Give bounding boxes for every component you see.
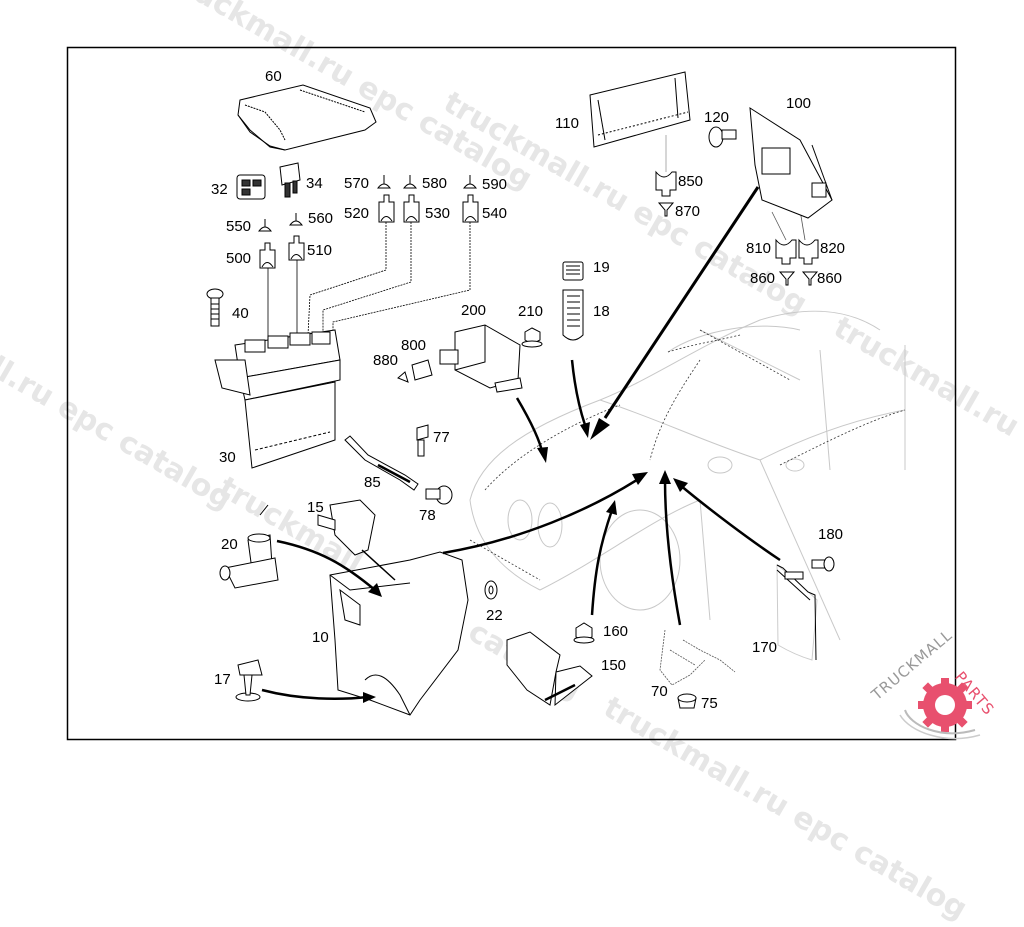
part-label[interactable]: 530 — [425, 206, 450, 221]
parts-diagram: truckmall.ru epc catalog truckmall.ru ep… — [0, 0, 1024, 750]
part-110-control-unit — [590, 72, 690, 147]
vehicle-outline — [470, 311, 905, 640]
part-label[interactable]: 810 — [746, 241, 771, 256]
part-label[interactable]: 540 — [482, 206, 507, 221]
part-label[interactable]: 77 — [433, 430, 450, 445]
part-label[interactable]: 22 — [486, 608, 503, 623]
part-label[interactable]: 34 — [306, 176, 323, 191]
part-180-screw — [812, 557, 834, 571]
part-label[interactable]: 78 — [419, 508, 436, 523]
part-170-module — [777, 565, 817, 660]
part-label[interactable]: 880 — [373, 353, 398, 368]
part-label[interactable]: 110 — [555, 116, 579, 131]
part-label[interactable]: 15 — [307, 500, 324, 515]
part-160-nut — [574, 623, 594, 643]
part-label[interactable]: 800 — [401, 338, 426, 353]
part-label[interactable]: 85 — [364, 475, 381, 490]
part-label[interactable]: 19 — [593, 260, 610, 275]
part-label[interactable]: 40 — [232, 306, 249, 321]
part-label[interactable]: 10 — [312, 630, 329, 645]
part-label[interactable]: 860 — [750, 271, 775, 286]
part-34-fuse — [280, 163, 300, 197]
connector-symbols — [259, 172, 818, 285]
part-70-bracket — [660, 630, 735, 685]
part-85-bracket — [345, 436, 418, 490]
part-label[interactable]: 560 — [308, 211, 333, 226]
part-label[interactable]: 210 — [518, 304, 543, 319]
part-60-cover — [238, 85, 376, 150]
diagram-frame — [68, 48, 956, 740]
part-label[interactable]: 850 — [678, 174, 703, 189]
part-label[interactable]: 150 — [601, 658, 626, 673]
part-label[interactable]: 30 — [219, 450, 236, 465]
part-label[interactable]: 17 — [214, 672, 231, 687]
part-label[interactable]: 510 — [307, 243, 332, 258]
part-label[interactable]: 160 — [603, 624, 628, 639]
part-120-bolt — [709, 127, 736, 147]
part-label[interactable]: 870 — [675, 204, 700, 219]
part-label[interactable]: 820 — [820, 241, 845, 256]
part-label[interactable]: 70 — [651, 684, 668, 699]
part-label[interactable]: 120 — [704, 110, 729, 125]
part-100-control-unit — [750, 108, 832, 218]
part-label[interactable]: 32 — [211, 182, 228, 197]
part-label[interactable]: 100 — [786, 96, 811, 111]
part-22-grommet — [485, 581, 497, 599]
part-label[interactable]: 180 — [818, 527, 843, 542]
part-77-screw — [417, 425, 428, 456]
part-200-relay — [440, 325, 522, 392]
part-40-screw — [207, 289, 223, 326]
part-label[interactable]: 520 — [344, 206, 369, 221]
part-32-relay — [237, 175, 265, 199]
part-label[interactable]: 20 — [221, 537, 238, 552]
part-78-screw — [426, 486, 452, 504]
part-15-holder — [318, 500, 375, 555]
part-label[interactable]: 500 — [226, 251, 251, 266]
part-800-880-connector — [398, 360, 432, 382]
part-label[interactable]: 590 — [482, 177, 507, 192]
part-75-grommet — [678, 694, 696, 708]
part-17-valve — [236, 660, 262, 701]
part-label[interactable]: 18 — [593, 304, 610, 319]
part-label[interactable]: 75 — [701, 696, 718, 711]
part-label[interactable]: 170 — [752, 640, 777, 655]
part-210-nut — [522, 328, 542, 347]
part-label[interactable]: 550 — [226, 219, 251, 234]
part-label[interactable]: 580 — [422, 176, 447, 191]
part-label[interactable]: 60 — [265, 69, 282, 84]
diagram-drawing — [0, 0, 1024, 750]
part-label[interactable]: 570 — [344, 176, 369, 191]
part-10-box — [330, 552, 468, 715]
part-19-18-fuses — [563, 262, 583, 340]
part-label[interactable]: 860 — [817, 271, 842, 286]
part-label[interactable]: 200 — [461, 303, 486, 318]
part-30-fuse-box — [215, 330, 340, 468]
